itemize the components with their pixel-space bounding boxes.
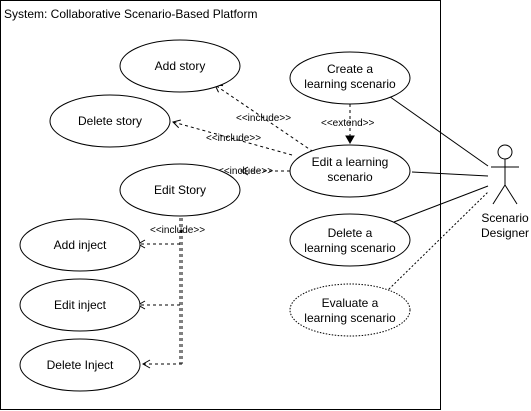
- svg-text:Add story: Add story: [155, 59, 206, 73]
- actor-scenario-designer[interactable]: Scenario Designer: [481, 144, 529, 240]
- svg-text:learning scenario: learning scenario: [304, 311, 396, 325]
- svg-text:learning scenario: learning scenario: [304, 77, 396, 91]
- svg-text:Edit inject: Edit inject: [54, 298, 107, 312]
- svg-text:learning scenario: learning scenario: [304, 241, 396, 255]
- actor-name-line2: Designer: [481, 226, 529, 240]
- use-case-create-learning-scenario[interactable]: Create a learning scenario: [289, 51, 411, 105]
- svg-text:Create a: Create a: [327, 62, 373, 76]
- use-case-add-story[interactable]: Add story: [119, 39, 241, 93]
- use-case-delete-learning-scenario[interactable]: Delete a learning scenario: [289, 213, 411, 267]
- include-add-story-line: [214, 84, 319, 156]
- use-case-add-inject[interactable]: Add inject: [19, 218, 141, 272]
- svg-text:scenario: scenario: [327, 170, 373, 184]
- use-case-delete-story[interactable]: Delete story: [49, 94, 171, 148]
- actor-head: [497, 144, 513, 160]
- actor-left-leg: [492, 184, 506, 205]
- use-case-edit-inject[interactable]: Edit inject: [19, 278, 141, 332]
- include-edit-story-label: <<include>>: [218, 166, 273, 177]
- include-injects-label: <<include>>: [150, 225, 205, 236]
- actor-name-line1: Scenario: [481, 211, 529, 225]
- assoc-delete-ls: [393, 185, 489, 223]
- use-case-delete-inject[interactable]: Delete Inject: [19, 338, 141, 392]
- use-case-edit-story[interactable]: Edit Story: [119, 163, 241, 217]
- svg-text:Evaluate a: Evaluate a: [322, 296, 379, 310]
- use-case-edit-learning-scenario[interactable]: Edit a learning scenario: [289, 144, 411, 198]
- assoc-edit-ls: [411, 171, 489, 177]
- system-title: System: Collaborative Scenario-Based Pla…: [4, 7, 257, 21]
- svg-text:Edit a learning: Edit a learning: [312, 155, 389, 169]
- include-delete-story-line: [172, 119, 293, 156]
- svg-text:Delete story: Delete story: [78, 114, 142, 128]
- include-add-story-label: <<include>>: [236, 113, 291, 124]
- svg-text:Edit Story: Edit Story: [154, 183, 206, 197]
- include-delete-story-label: <<include>>: [206, 133, 261, 144]
- actor-right-leg: [504, 184, 518, 205]
- svg-text:Delete Inject: Delete Inject: [47, 358, 114, 372]
- svg-text:Add inject: Add inject: [54, 238, 107, 252]
- svg-text:Delete a: Delete a: [328, 226, 373, 240]
- extend-create-label: <<extend>>: [321, 118, 375, 129]
- assoc-create-ls: [385, 93, 489, 167]
- use-case-evaluate-learning-scenario[interactable]: Evaluate a learning scenario: [289, 283, 411, 337]
